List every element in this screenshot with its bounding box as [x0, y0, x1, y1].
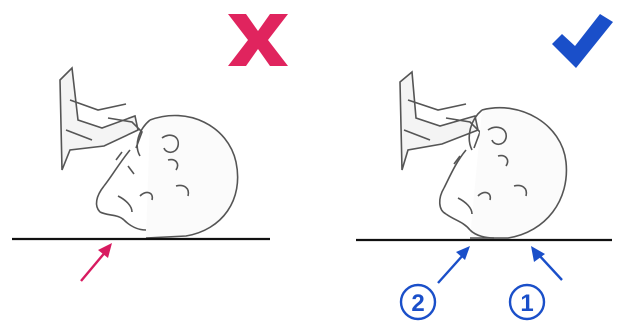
- head-sketch-correct: [438, 106, 568, 239]
- nozzle-sketch: [59, 66, 143, 171]
- callout-2: 2: [399, 283, 437, 321]
- incorrect-panel: [12, 14, 288, 282]
- head-sketch-wrong: [95, 114, 239, 239]
- check-mark-icon: [552, 14, 613, 68]
- x-mark-icon: [228, 14, 288, 66]
- callout-2-label: 2: [411, 290, 424, 317]
- callout-1-label: 1: [520, 290, 533, 317]
- correct-panel: 2 1: [356, 14, 613, 321]
- callout-arrow-2: [437, 246, 470, 284]
- callout-1: 1: [508, 283, 546, 321]
- nozzle-sketch-right: [399, 70, 481, 171]
- wrong-contact-arrow: [80, 243, 112, 282]
- callout-arrow-1: [531, 246, 563, 281]
